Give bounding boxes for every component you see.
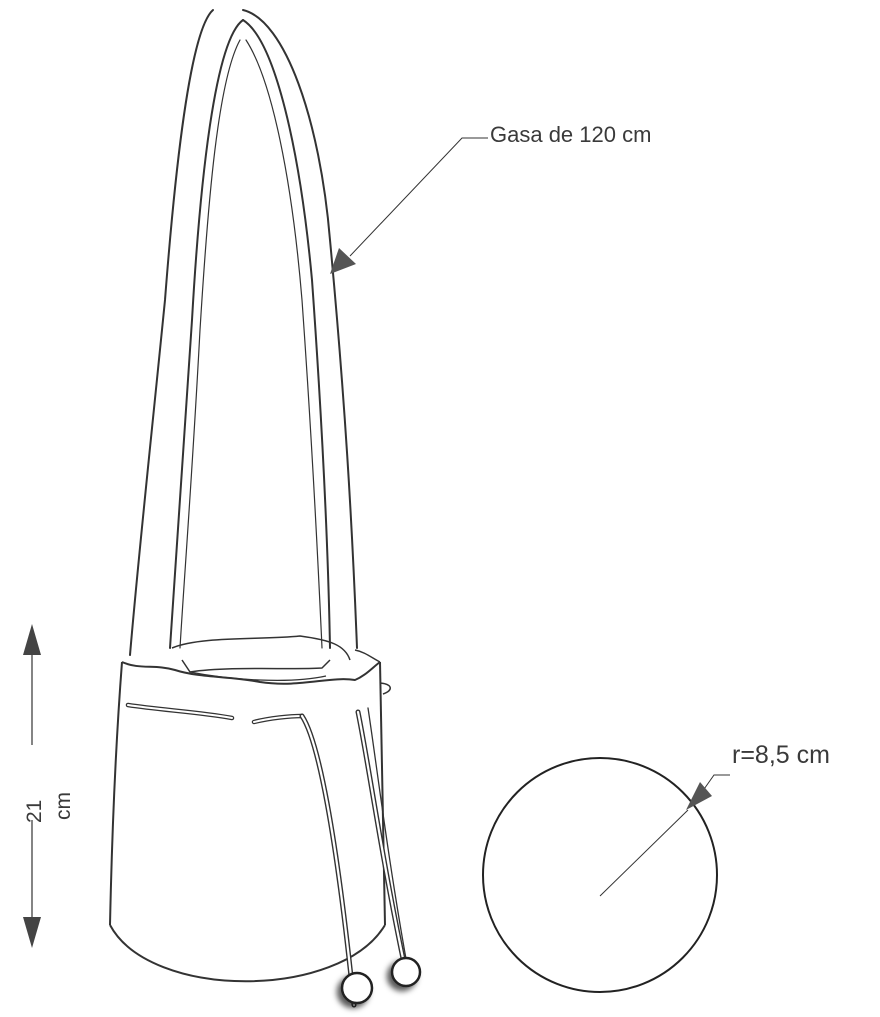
bag-body bbox=[109, 635, 391, 983]
drawstring bbox=[125, 702, 409, 1008]
strap-label: Gasa de 120 cm bbox=[490, 122, 651, 147]
radius-arrow-icon bbox=[686, 782, 712, 810]
height-arrow-down-icon bbox=[23, 917, 41, 948]
height-unit: cm bbox=[52, 792, 75, 820]
height-value: 21 bbox=[23, 800, 46, 823]
height-dimension: 21 cm bbox=[23, 624, 75, 948]
base-circle bbox=[482, 757, 718, 993]
strap-leader bbox=[330, 137, 488, 274]
radius-leader bbox=[686, 774, 730, 810]
cord-end-ball-left bbox=[340, 971, 374, 1005]
radius-line bbox=[599, 809, 689, 897]
height-arrow-up-icon bbox=[23, 624, 41, 655]
cord-end-ball-right bbox=[390, 956, 422, 988]
strap-arrow-icon bbox=[330, 248, 356, 274]
strap bbox=[129, 9, 358, 656]
radius-label: r=8,5 cm bbox=[732, 741, 830, 769]
